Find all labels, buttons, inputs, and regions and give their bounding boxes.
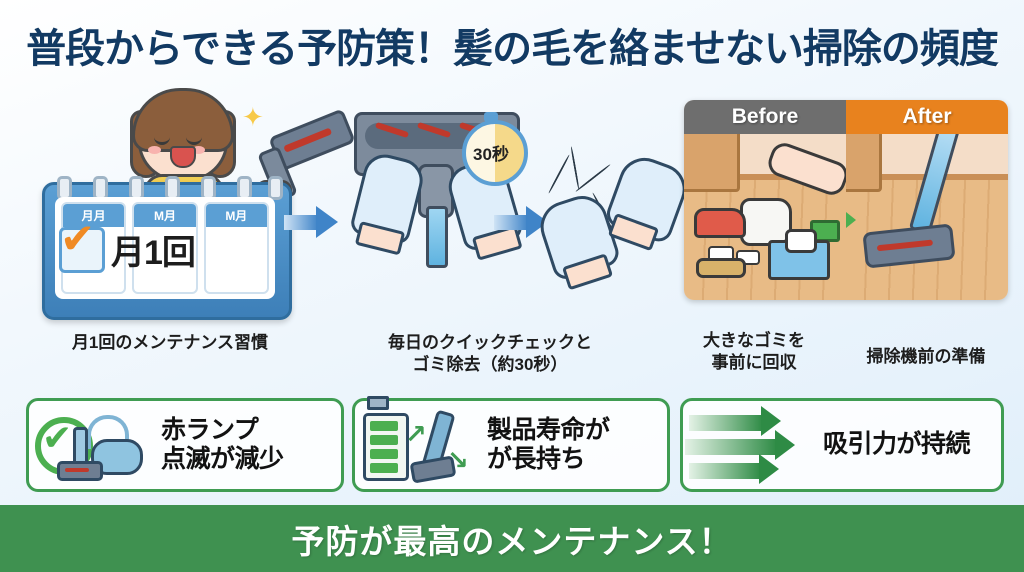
benefit-suction-power: 吸引力が持続	[680, 398, 1004, 492]
calendar-column: M月	[132, 202, 198, 294]
calendar-header: M月	[134, 204, 196, 227]
arrow-right-green-icon	[846, 204, 856, 236]
toy-car-icon	[694, 208, 746, 238]
hair-removal-illustration	[533, 146, 693, 291]
benefit-icon-group: ✔	[29, 405, 161, 485]
caption-prep-before-vacuum: 掃除機前の準備	[866, 347, 986, 366]
caption-daily-quick-check: 毎日のクイックチェックと ゴミ除去（約30秒）	[330, 332, 650, 376]
step-daily-quick-check: 30秒	[322, 94, 552, 314]
arrow-right-green-icon	[759, 454, 779, 484]
calendar-illustration: 月月 M月 M月 ✔ 月1回	[42, 176, 292, 320]
benefit-line: 赤ランプ	[161, 415, 259, 444]
step-monthly-maintenance: ✦ 月月	[42, 88, 356, 320]
calendar-badge-label: 月1回	[111, 234, 196, 272]
cabinet-icon	[846, 124, 882, 192]
checkbox-checked-icon: ✔	[59, 217, 105, 273]
page-title: 普段からできる予防策！髪の毛を絡ませない掃除の頻度	[26, 27, 999, 71]
calendar-header: 月月	[63, 204, 125, 227]
calendar-column: M月	[203, 202, 269, 294]
vacuum-head-icon	[57, 461, 103, 481]
before-label: Before	[684, 100, 846, 134]
caption-line: 事前に回収	[711, 353, 797, 373]
before-panel: Before	[684, 100, 846, 300]
sparkle-icon: ✦	[242, 102, 264, 132]
steps-row: ✦ 月月	[0, 84, 1024, 374]
arrow-right-green-icon	[761, 406, 781, 436]
benefit-line: 点滅が減少	[161, 445, 284, 473]
check-icon: ✔	[42, 417, 73, 458]
gloved-hand-icon	[603, 150, 693, 252]
after-panel: After	[846, 100, 1008, 300]
benefit-red-lamp: ✔ 赤ランプ 点滅が減少	[26, 398, 344, 492]
benefit-line: 製品寿命が	[487, 415, 610, 444]
caption-pre-collect-trash: 大きなゴミを 事前に回収	[678, 330, 830, 374]
recycle-arrow-icon: ↗	[405, 419, 427, 449]
vacuum-pipe	[426, 206, 448, 268]
benefit-line: 吸引力が持続	[823, 430, 971, 459]
benefit-text: 製品寿命が が長持ち	[487, 416, 610, 475]
benefits-row: ✔ 赤ランプ 点滅が減少 ↗ ↘	[0, 396, 1024, 492]
benefit-product-life: ↗ ↘ 製品寿命が が長持ち	[352, 396, 670, 492]
tissue-box-icon	[768, 229, 830, 280]
cabinet-icon	[684, 128, 740, 192]
caption-monthly-maintenance: 月1回のメンテナンス習慣	[71, 333, 269, 352]
calendar-rings	[57, 176, 283, 200]
benefit-text: 吸引力が持続	[823, 430, 971, 460]
arrow-right-green-icon	[775, 430, 795, 460]
calendar-header: M月	[205, 204, 267, 227]
caption-line: 大きなゴミを	[703, 331, 805, 350]
benefit-icon-group: ↗ ↘	[355, 396, 487, 485]
vacuum-hose-icon	[87, 415, 129, 449]
arrow-right-icon	[284, 206, 338, 238]
footer-banner: 予防が最高のメンテナンス！	[0, 505, 1024, 572]
key-icon	[696, 258, 746, 278]
calendar-badge: ✔ 月1回	[59, 217, 196, 274]
battery-icon	[363, 413, 409, 481]
stopwatch-label: 30秒	[473, 145, 509, 164]
caption-line: 毎日のクイックチェックと	[388, 333, 592, 352]
before-after-panel: Before After	[684, 100, 1008, 300]
stopwatch-icon: 30秒	[462, 112, 528, 186]
benefit-line: が長持ち	[487, 445, 586, 473]
benefit-icon-group	[683, 405, 823, 485]
benefit-text: 赤ランプ 点滅が減少	[161, 416, 284, 475]
after-label: After	[846, 100, 1008, 134]
caption-line: ゴミ除去（約30秒）	[412, 355, 568, 375]
footer-text: 予防が最高のメンテナンス！	[291, 522, 733, 560]
vacuum-head-icon	[409, 455, 457, 484]
